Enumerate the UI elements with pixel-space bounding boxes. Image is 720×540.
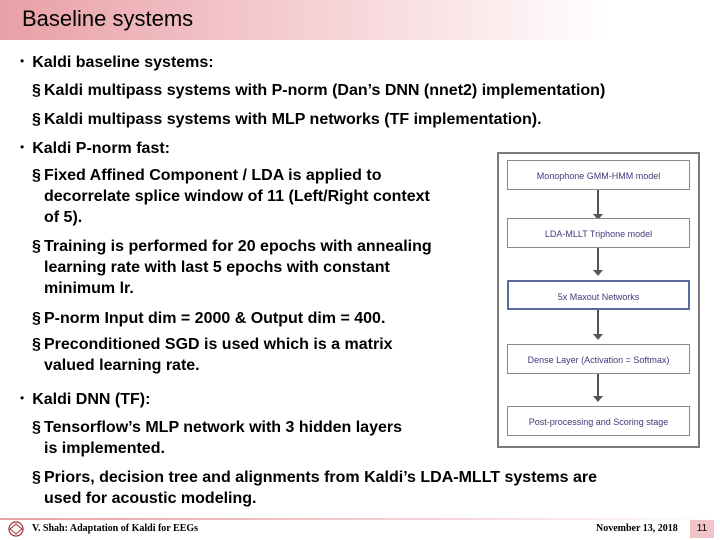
sub-bullet-text: used for acoustic modeling. [44, 490, 257, 507]
diagram-node-scoring: Post-processing and Scoring stage [507, 406, 690, 436]
title-bar [0, 0, 720, 40]
bullet-text: Kaldi baseline systems: [32, 54, 214, 71]
sub-bullet: §Tensorflow’s MLP network with 3 hidden … [32, 419, 402, 457]
diagram-node-dense: Dense Layer (Activation = Softmax) [507, 344, 690, 374]
arrow-down-icon [593, 374, 603, 402]
sub-bullet-text: Priors, decision tree and alignments fro… [44, 469, 598, 486]
arrow-down-icon [593, 310, 603, 340]
bullet-text: Kaldi P-norm fast: [32, 140, 170, 157]
sub-bullet-text: of 5). [44, 209, 83, 226]
diagram-node-maxout: 5x Maxout Networks [507, 280, 690, 310]
bullet-dot: • [20, 54, 25, 68]
sub-bullet: §Kaldi multipass systems with MLP networ… [32, 111, 542, 128]
bullet-kaldi-baseline: • Kaldi baseline systems: [20, 54, 214, 72]
sub-bullet-text: Kaldi multipass systems with P-norm (Dan… [44, 82, 606, 99]
footer-divider [0, 518, 720, 520]
slide-title: Baseline systems [22, 6, 194, 31]
bullet-text: Kaldi DNN (TF): [32, 391, 151, 408]
sub-bullet: §Fixed Affined Component / LDA is applie… [32, 167, 430, 226]
sub-bullet: §Priors, decision tree and alignments fr… [32, 469, 598, 507]
sub-bullet-text: Kaldi multipass systems with MLP network… [44, 111, 542, 128]
arrow-down-icon [593, 248, 603, 276]
sub-bullet-text: P-norm Input dim = 2000 & Output dim = 4… [44, 310, 386, 327]
sub-bullet: §Preconditioned SGD is used which is a m… [32, 336, 393, 374]
sub-bullet-text: is implemented. [44, 440, 165, 457]
sub-bullet-text: decorrelate splice window of 11 (Left/Ri… [44, 188, 430, 205]
bullet-kaldi-pnorm: • Kaldi P-norm fast: [20, 140, 170, 158]
bullet-kaldi-dnn: • Kaldi DNN (TF): [20, 391, 150, 409]
bullet-dot: • [20, 391, 25, 405]
diagram-node-monophone: Monophone GMM-HMM model [507, 160, 690, 190]
sub-bullet-text: valued learning rate. [44, 357, 200, 374]
sub-bullet-text: Preconditioned SGD is used which is a ma… [44, 336, 393, 353]
university-logo-icon [8, 521, 24, 537]
arrow-down-icon [593, 190, 603, 220]
sub-bullet-text: learning rate with last 5 epochs with co… [44, 259, 390, 276]
sub-bullet-text: minimum lr. [44, 280, 134, 297]
diagram-node-lda-mllt: LDA-MLLT Triphone model [507, 218, 690, 248]
sub-bullet-text: Tensorflow’s MLP network with 3 hidden l… [44, 419, 402, 436]
pipeline-diagram: Monophone GMM-HMM model LDA-MLLT Triphon… [497, 152, 700, 448]
footer-author: V. Shah: Adaptation of Kaldi for EEGs [32, 523, 199, 534]
bullet-dot: • [20, 140, 25, 154]
sub-bullet: §Training is performed for 20 epochs wit… [32, 238, 432, 297]
page-number: 11 [690, 520, 714, 538]
footer-date: November 13, 2018 [596, 523, 678, 534]
sub-bullet: §Kaldi multipass systems with P-norm (Da… [32, 82, 606, 99]
sub-bullet-text: Fixed Affined Component / LDA is applied… [44, 167, 382, 184]
sub-bullet-text: Training is performed for 20 epochs with… [44, 238, 432, 255]
sub-bullet: §P-norm Input dim = 2000 & Output dim = … [32, 310, 386, 327]
